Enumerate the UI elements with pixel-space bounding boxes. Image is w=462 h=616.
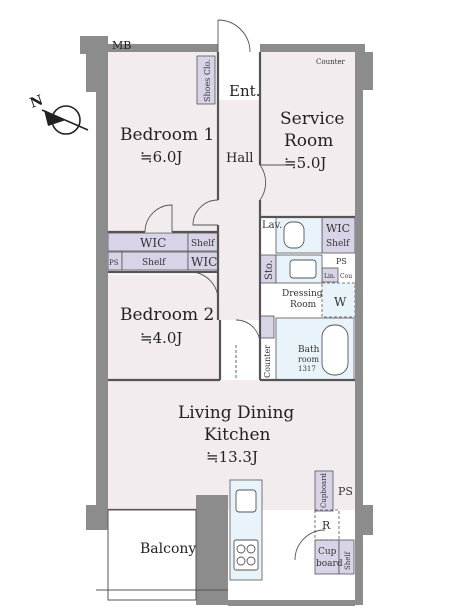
entrance-label: Ent. — [229, 82, 260, 100]
counter-top-label: Counter — [316, 58, 346, 66]
stove — [233, 539, 259, 571]
shoes-closet-label: Shoes Clo. — [203, 59, 212, 102]
bath-size-label: 1317 — [298, 365, 316, 373]
mb-label: MB — [112, 39, 131, 52]
ps-bottom-label: PS — [338, 485, 353, 498]
ldk-label-2: Kitchen — [204, 425, 270, 445]
hall-label: Hall — [226, 151, 253, 166]
shelf-left-bottom-label: Shelf — [142, 258, 166, 268]
cupboard-side-label: Cupboard — [320, 472, 328, 508]
bath-label-1: Bath — [298, 345, 320, 355]
refrigerator-label: R — [322, 519, 331, 532]
bedroom1-area: ≒6.0J — [140, 148, 182, 166]
compass-label: N — [28, 92, 46, 111]
washer-label: W — [334, 295, 347, 309]
balcony-area — [96, 509, 228, 601]
toilet — [283, 221, 305, 249]
room-labels: MB Shoes Clo. Ent. Bedroom 1 ≒6.0J Servi… — [109, 39, 353, 570]
bedroom1-label: Bedroom 1 — [120, 125, 214, 145]
cou-label: Cou — [340, 273, 352, 280]
shelf-right-label: Shelf — [326, 239, 350, 249]
service-room-label-2: Room — [284, 131, 333, 151]
ps-left-label: PS — [109, 259, 119, 267]
counter-mid-label: Counter — [263, 345, 272, 378]
linen1-label: Lin. — [324, 273, 336, 280]
walls — [80, 36, 373, 606]
balcony-label: Balcony — [140, 541, 196, 557]
fixtures — [233, 221, 349, 571]
ps-right-label: PS — [336, 257, 347, 266]
shelf-bottom-label: Shelf — [344, 550, 352, 570]
dressing-label-2: Room — [290, 300, 317, 310]
cupboard-label-1: Cup — [318, 547, 337, 557]
dressing-label-1: Dressing — [282, 289, 323, 299]
closet-areas — [107, 55, 356, 575]
bedroom2-area: ≒4.0J — [140, 329, 182, 347]
bedroom2-label: Bedroom 2 — [120, 305, 214, 325]
compass-icon: N — [28, 92, 89, 135]
lavatory-label: Lav. — [262, 220, 282, 231]
bathtub — [321, 324, 349, 376]
door-swings — [144, 19, 326, 561]
storage-label: Sto. — [264, 260, 275, 280]
ldk-area: ≒13.3J — [206, 448, 258, 466]
wic-left-label: WIC — [140, 236, 166, 250]
wic-right-label: WIC — [326, 222, 350, 235]
kitchen-sink — [235, 489, 257, 513]
shelf-left-top-label: Shelf — [191, 239, 215, 249]
bath-label-2: room — [298, 355, 319, 364]
dashed-lines — [314, 509, 340, 541]
service-room-area: ≒5.0J — [284, 154, 326, 172]
ldk-label-1: Living Dining — [178, 403, 294, 423]
wic-left2-label: WIC — [191, 255, 217, 269]
cupboard-label-2: board — [316, 559, 343, 569]
washbasin — [289, 259, 317, 279]
service-room-label-1: Service — [280, 109, 344, 129]
